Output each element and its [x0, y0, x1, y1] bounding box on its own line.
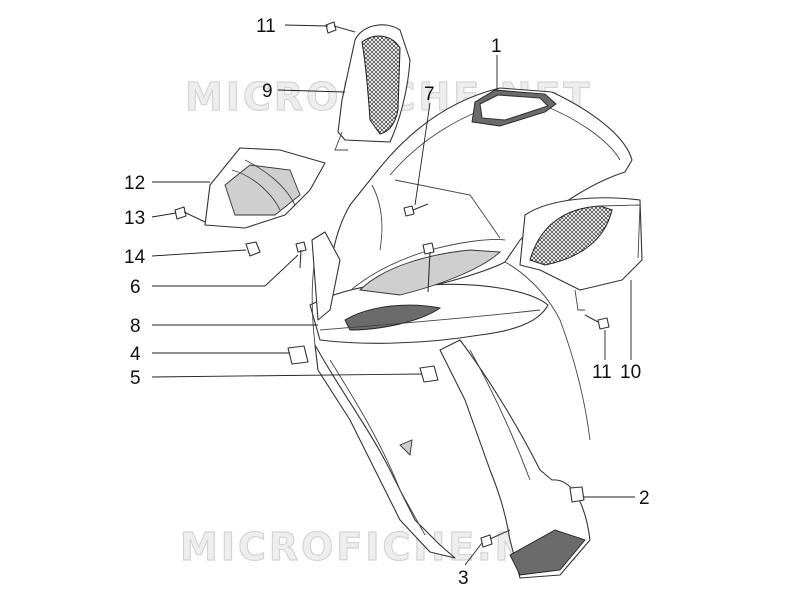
callout-14: 14	[124, 247, 146, 268]
callout-11-right: 11	[592, 362, 612, 383]
callout-7: 7	[424, 84, 435, 105]
screw-11-upper	[325, 21, 356, 34]
callout-12: 12	[124, 173, 145, 194]
right-grille	[519, 197, 643, 311]
screw-13	[174, 206, 206, 223]
screw-11-right	[584, 314, 610, 330]
callout-2: 2	[639, 488, 650, 509]
clip-5	[419, 365, 439, 383]
callout-5: 5	[130, 368, 141, 389]
callout-9: 9	[262, 81, 273, 102]
callout-13: 13	[124, 208, 145, 229]
screw-3	[480, 529, 511, 548]
clip-4	[287, 345, 309, 365]
callout-1: 1	[491, 36, 502, 57]
front-shield	[309, 87, 633, 579]
clip-2	[569, 486, 585, 503]
leader-lines	[151, 24, 635, 566]
callout-11-top: 11	[256, 16, 276, 37]
callout-10: 10	[620, 362, 641, 383]
left-bracket	[204, 147, 326, 229]
callout-8: 8	[130, 316, 141, 337]
callout-4: 4	[130, 344, 141, 365]
callout-3: 3	[458, 568, 469, 589]
upper-left-grille	[334, 24, 411, 151]
callout-labels: 1 11 9 7 12 13 14 6 8 4 5 11 10 2 3	[124, 16, 650, 589]
screw-7	[403, 203, 429, 217]
screw-8	[422, 242, 435, 293]
clip-14	[245, 241, 261, 257]
screw-6	[295, 241, 307, 269]
callout-6: 6	[130, 277, 141, 298]
hardware-parts	[174, 21, 610, 548]
